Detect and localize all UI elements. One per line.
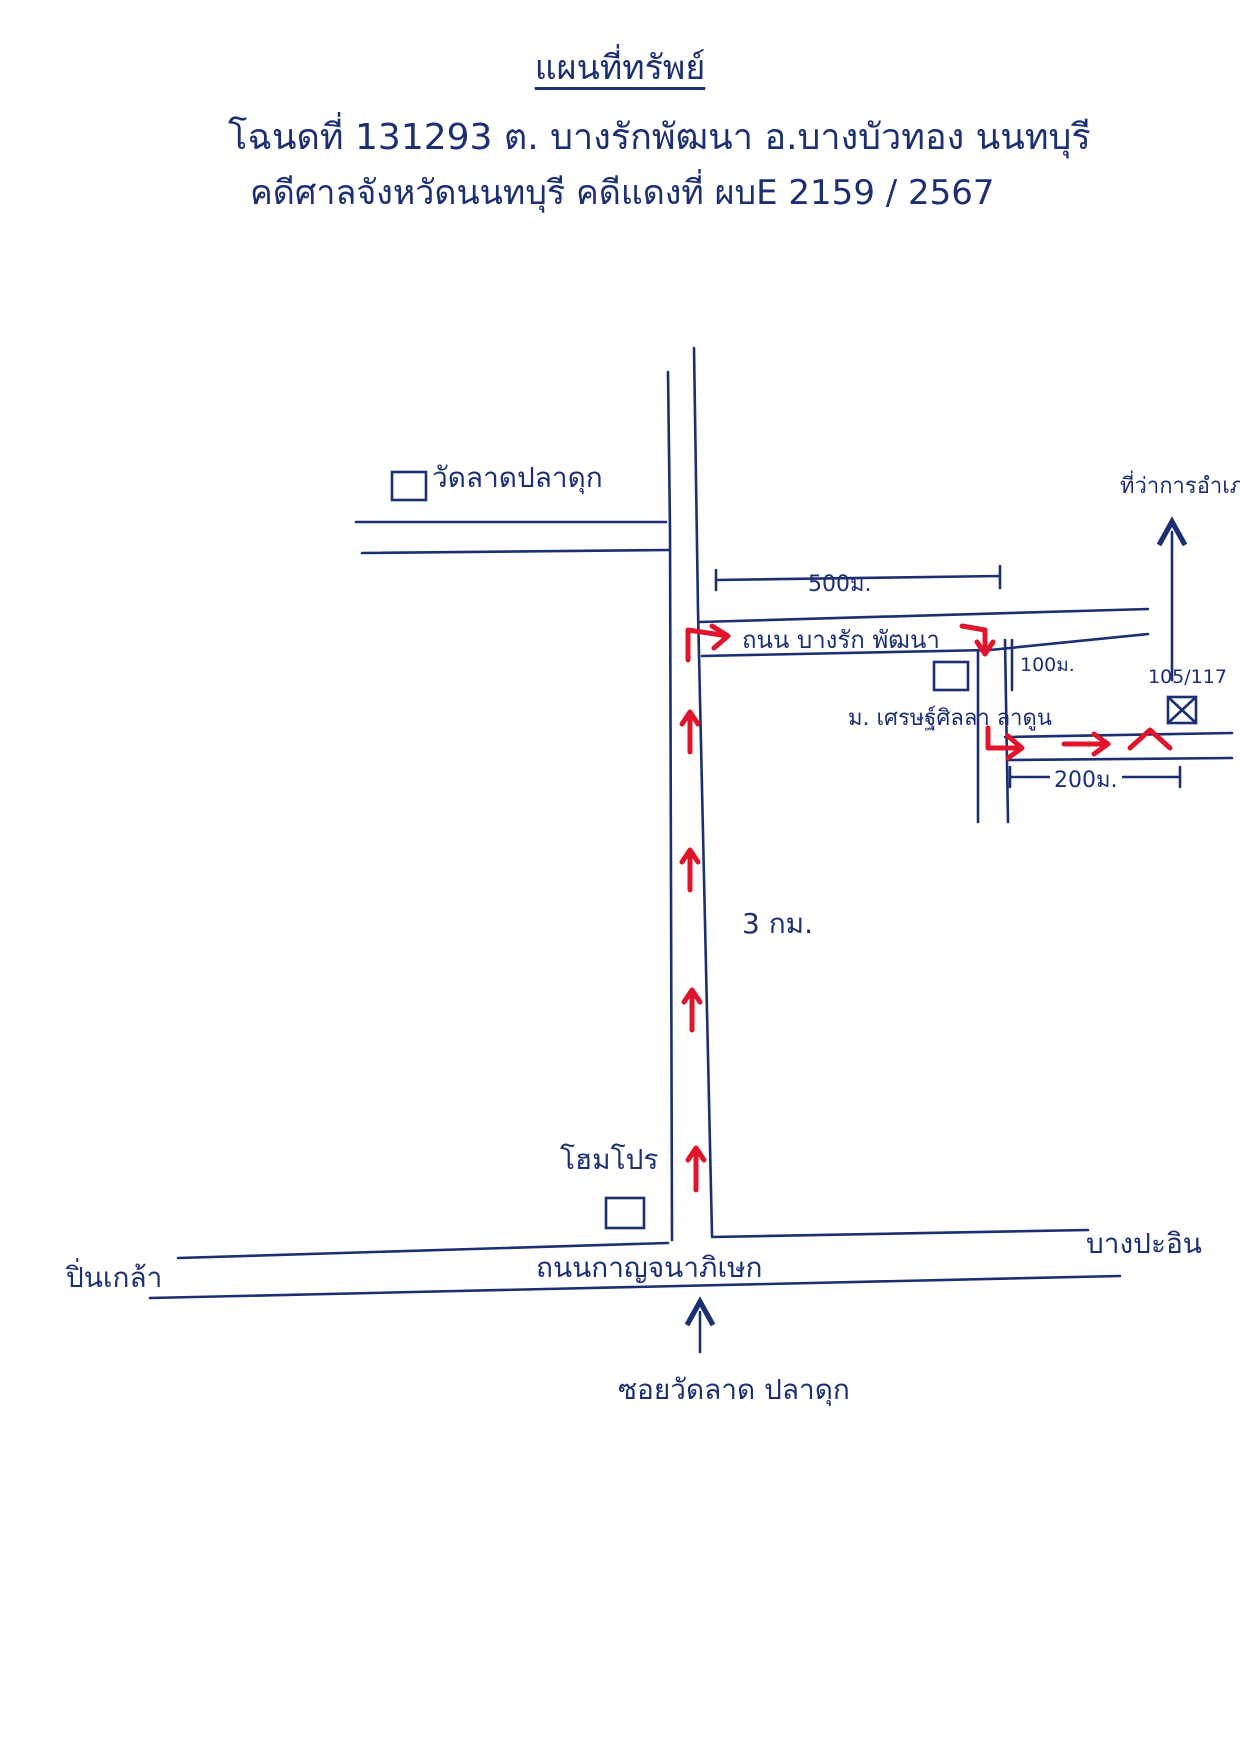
property-marker-icon <box>1166 695 1198 725</box>
district-office-label: ที่ว่าการอำเภอ <box>1120 474 1240 499</box>
village-label: ม. เศรษฐ์ศิลลา ลาดูน <box>848 706 1052 731</box>
east-end-label: บางปะอิน <box>1086 1227 1202 1260</box>
route-turn-right-arrow <box>685 623 731 663</box>
route-arrow-3 <box>679 847 701 893</box>
village-road-right-edge <box>1003 638 1010 824</box>
homepro-label: โฮมโปร <box>560 1143 659 1176</box>
case-info: คดีศาลจังหวัดนนทบุรี คดีแดงที่ ผบE 2159 … <box>250 173 995 213</box>
soi-distance-label: 3 กม. <box>742 907 814 940</box>
temple-road-bottom-edge <box>360 548 672 555</box>
soi-road-left-edge <box>666 370 674 1242</box>
west-end-label: ปิ่นเกล้า <box>66 1261 163 1294</box>
distance-100-label: 100ม. <box>1020 654 1075 676</box>
temple-building-icon <box>390 470 428 502</box>
temple-label: วัดลาดปลาดุก <box>432 461 603 494</box>
distance-200-label: 200ม. <box>1050 762 1122 797</box>
bangrak-road-top-edge <box>698 607 1150 624</box>
main-road-top-edge <box>176 1228 1090 1260</box>
main-road-bottom-edge <box>148 1274 1122 1300</box>
route-east-arrow <box>1061 731 1111 757</box>
entrance-soi-label: ซอยวัดลาด ปลาดุก <box>618 1373 850 1406</box>
map-title: แผนที่ทรัพย์ <box>534 48 706 88</box>
main-road-label: ถนนกาญจนาภิเษก <box>536 1251 763 1284</box>
property-lane-bottom-edge <box>1006 756 1234 762</box>
route-path <box>679 623 1173 1193</box>
route-final-arrow <box>1127 727 1173 751</box>
deed-info: โฉนดที่ 131293 ต. บางรักพัฒนา อ.บางบัวทอ… <box>228 117 1091 158</box>
route-arrow-1 <box>685 1145 707 1193</box>
bangrak-road-label: ถนน บางรัก พัฒนา <box>742 626 940 654</box>
homepro-building-icon <box>604 1196 646 1230</box>
route-arrow-4 <box>679 709 701 755</box>
soi-road-right-edge <box>692 346 714 1237</box>
route-village-turn-arrow <box>985 725 1025 761</box>
route-down-arrow <box>959 623 996 657</box>
route-arrow-2 <box>681 987 703 1033</box>
village-building-icon <box>932 660 970 692</box>
property-lane-top-edge <box>1003 731 1234 739</box>
distance-500-label: 500ม. <box>808 572 872 597</box>
dimension-500-line <box>714 564 1002 592</box>
property-number-label: 105/117 <box>1148 666 1227 688</box>
